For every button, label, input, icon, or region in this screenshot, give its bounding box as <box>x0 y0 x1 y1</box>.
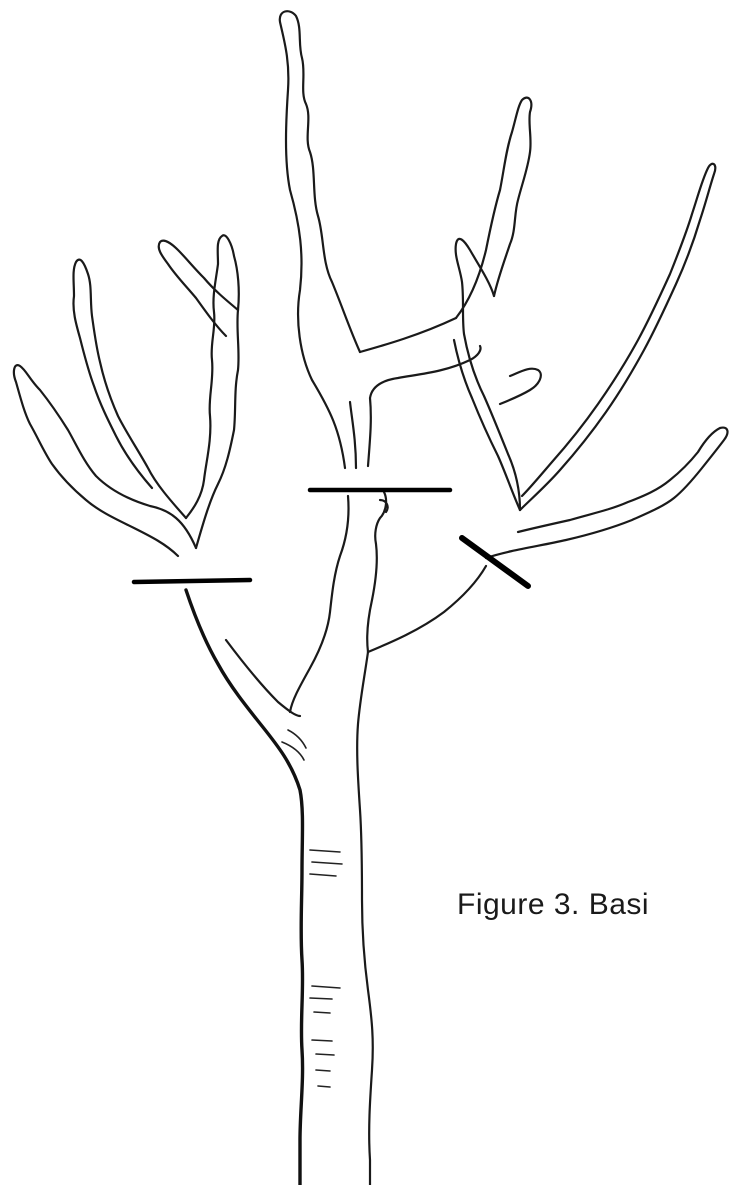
middle-branches <box>290 492 486 712</box>
right-trunk-edge <box>357 652 373 1185</box>
upper-right-branch <box>456 98 531 318</box>
central-leader <box>280 11 481 468</box>
cut-marks <box>134 490 528 586</box>
lower-right-scaffold <box>486 428 727 558</box>
left-cut-mark <box>134 580 250 582</box>
left-scaffold <box>14 235 239 556</box>
figure-caption: Figure 3. Basi <box>457 888 649 922</box>
right-cut-mark <box>462 538 528 586</box>
left-trunk-edge <box>186 590 303 1185</box>
bark-marks <box>282 730 342 1087</box>
